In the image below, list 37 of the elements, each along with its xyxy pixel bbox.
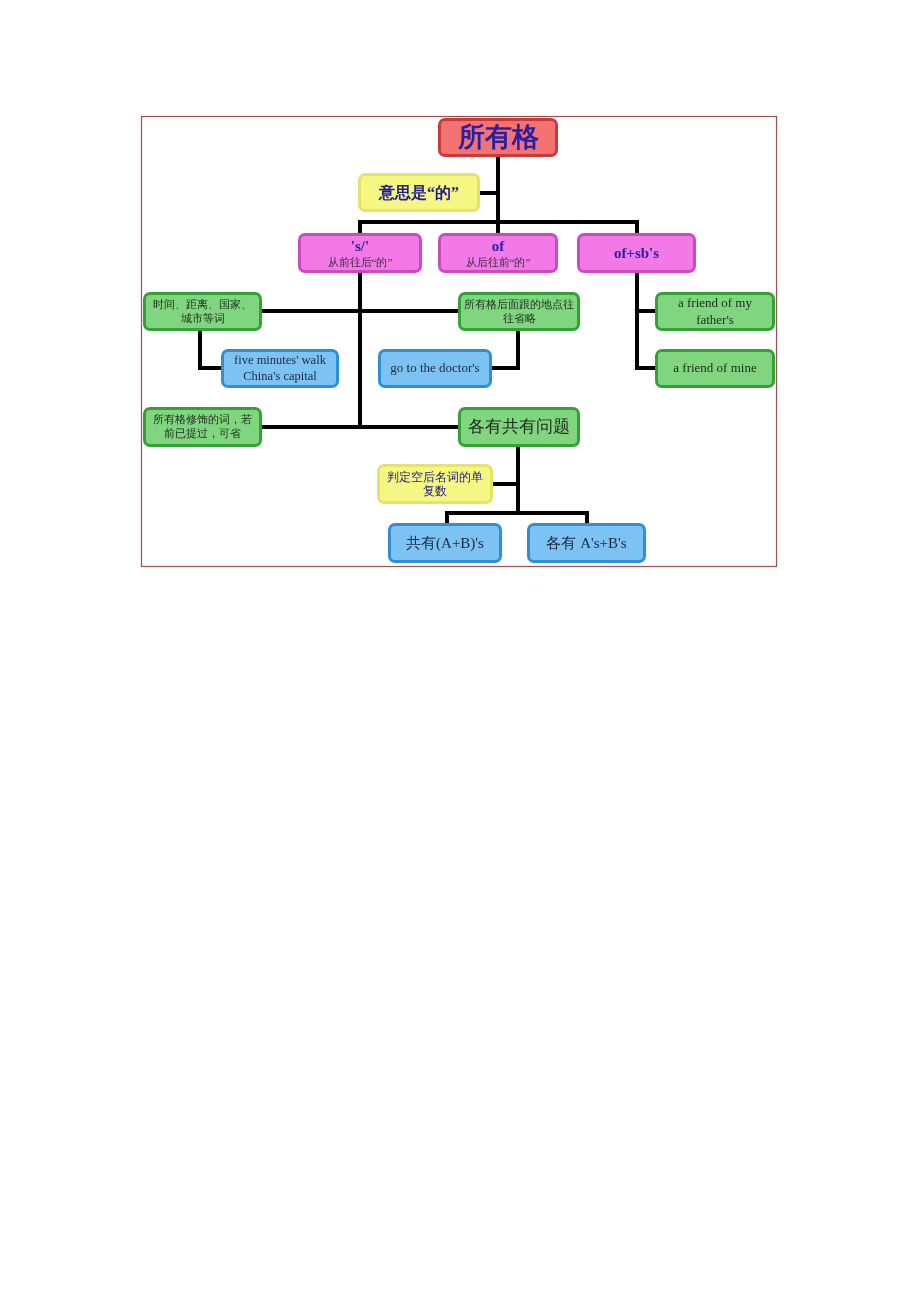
example-box xyxy=(378,349,492,388)
topic-label: of+sb's xyxy=(613,243,660,263)
topic-box xyxy=(458,407,580,447)
topic-label: of xyxy=(491,236,505,256)
topic-label: 所有格修饰的词，若前已提过，可省 xyxy=(152,413,253,441)
example-box xyxy=(388,523,502,563)
topic-label: 共有(A+B)'s xyxy=(406,533,484,553)
topic-box xyxy=(577,233,696,273)
subtitle-label: 从前往后“的” xyxy=(327,255,393,270)
connector-line xyxy=(635,273,655,370)
subtitle-label: 从后往前“的” xyxy=(465,255,531,270)
example-box xyxy=(655,349,775,388)
topic-label: five minutes' walk China's capital xyxy=(233,352,327,385)
topic-label: a friend of my father's xyxy=(677,295,753,328)
note-box xyxy=(143,292,262,331)
topic-label: 所有格 xyxy=(457,120,539,154)
topic-box xyxy=(358,173,480,212)
topic-label: 所有格后面跟的地点往往省略 xyxy=(464,297,574,326)
connector-line xyxy=(198,331,221,370)
note-box xyxy=(458,292,580,331)
topic-label: 意思是“的” xyxy=(379,182,459,203)
connector-line xyxy=(492,331,520,370)
topic-label: 各有 A's+B's xyxy=(546,533,627,553)
example-box xyxy=(655,292,775,331)
topic-box xyxy=(438,233,558,273)
topic-label: a friend of mine xyxy=(673,360,757,377)
topic-label: 判定空后名词的单复数 xyxy=(386,469,484,499)
note-box xyxy=(377,464,493,504)
topic-label: go to the doctor's xyxy=(390,360,480,377)
title-box xyxy=(438,118,558,157)
note-box xyxy=(143,407,262,447)
topic-label: 's/' xyxy=(350,236,370,256)
topic-label: 各有共有问题 xyxy=(468,416,570,438)
example-box xyxy=(221,349,339,388)
topic-label: 时间、距离、国家、城市等词 xyxy=(152,297,253,326)
example-box xyxy=(527,523,646,563)
topic-box xyxy=(298,233,422,273)
